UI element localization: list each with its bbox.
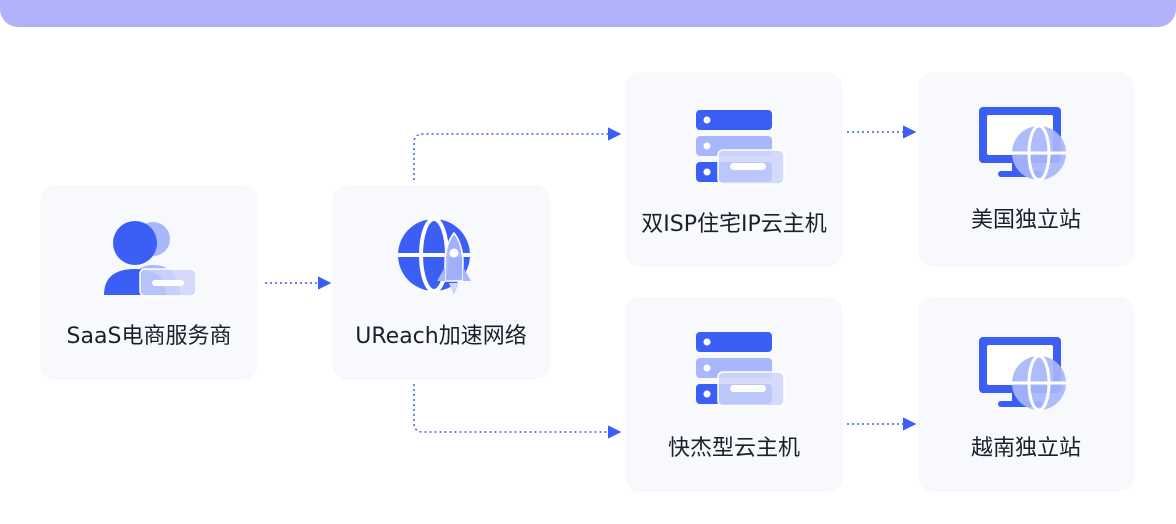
node-dual-isp-host: 双ISP住宅IP云主机 bbox=[625, 72, 843, 267]
monitor-globe-icon bbox=[979, 337, 1066, 412]
node-us-site: 美国独立站 bbox=[918, 72, 1134, 267]
node-ureach-network: UReach加速网络 bbox=[332, 185, 550, 380]
globe-rocket-icon bbox=[398, 217, 471, 295]
node-ureach-label: UReach加速网络 bbox=[355, 324, 527, 349]
node-saas-label: SaaS电商服务商 bbox=[66, 324, 232, 349]
node-fast-host-label: 快杰型云主机 bbox=[667, 436, 800, 461]
monitor-globe-icon bbox=[979, 107, 1066, 182]
node-fast-cloud-host: 快杰型云主机 bbox=[625, 297, 843, 492]
server-stack-icon bbox=[696, 110, 785, 185]
node-vn-site-label: 越南独立站 bbox=[970, 436, 1081, 461]
node-us-site-label: 美国独立站 bbox=[970, 208, 1081, 233]
user-group-icon bbox=[104, 221, 197, 297]
node-dual-isp-label: 双ISP住宅IP云主机 bbox=[641, 212, 827, 237]
top-banner-strip bbox=[0, 0, 1176, 27]
edge-ureach-to-isp bbox=[413, 127, 622, 180]
node-vn-site: 越南独立站 bbox=[918, 297, 1134, 492]
edge-ureach-to-fast bbox=[413, 384, 622, 439]
server-stack-icon bbox=[696, 332, 785, 407]
node-saas-provider: SaaS电商服务商 bbox=[40, 185, 258, 380]
